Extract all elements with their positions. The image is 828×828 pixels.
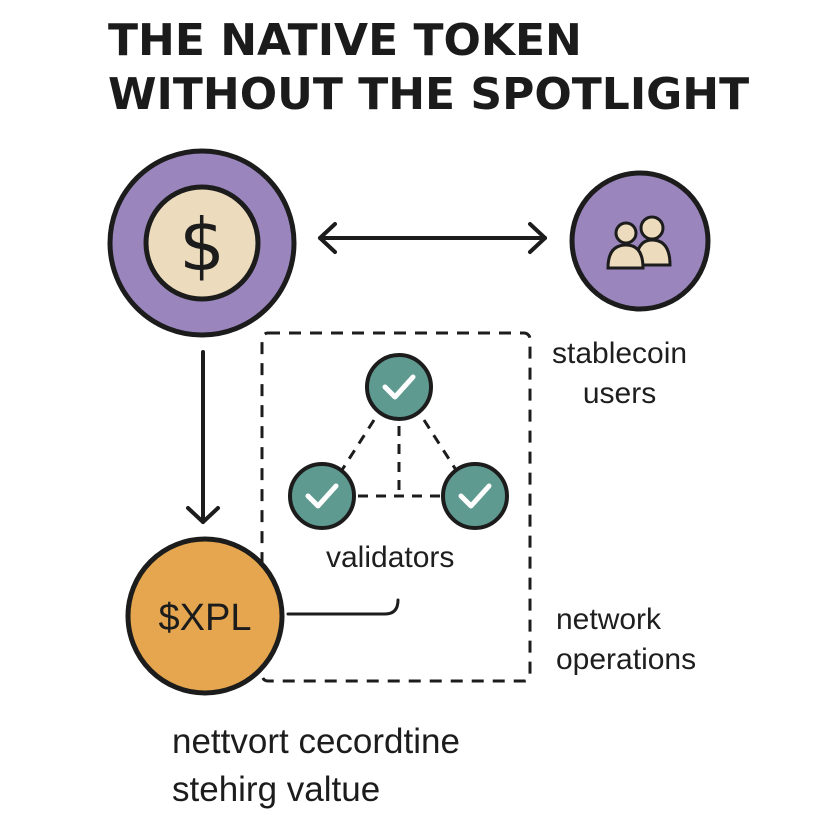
network-operations-box [260,331,532,683]
xpl-token-label: $XPL [159,597,252,639]
caption-line-2: stehirg valtue [172,770,381,809]
validator-links [340,419,458,498]
validator-node-right [441,462,509,530]
xpl-token-node: $XPL [125,536,285,696]
network-operations-line-1: network [556,603,662,636]
validator-node-left [288,462,356,530]
caption: nettvort cecordtine stehirg valtue [172,718,460,814]
users-node [569,170,711,312]
title-line-1: THE NATIVE TOKEN [108,15,582,66]
dollar-symbol: $ [179,203,225,287]
validators-label: validators [326,541,455,574]
network-operations-line-2: operations [556,643,697,676]
stablecoin-users-line-1: stablecoin [552,337,688,370]
validator-node-top [365,353,433,421]
check-icon [305,483,339,509]
stablecoin-users-label: stablecoin users [552,334,687,414]
token-validator-connector [286,598,400,616]
caption-line-1: nettvort cecordtine [172,722,460,761]
check-icon [458,483,492,509]
title-line-2: WITHOUT THE SPOTLIGHT [108,69,750,120]
check-icon [382,374,416,400]
stablecoin-users-line-2: users [582,377,657,410]
users-icon [606,215,672,270]
diagram-title: THE NATIVE TOKEN WITHOUT THE SPOTLIGHT [108,14,749,122]
network-operations-label: network operations [556,600,696,680]
down-arrow [186,350,220,524]
stablecoin-node: $ [107,148,297,338]
bidirectional-arrow [318,222,547,254]
